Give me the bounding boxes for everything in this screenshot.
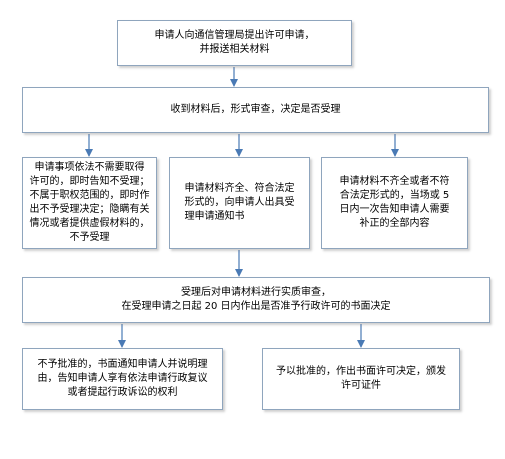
- result-reject-text: 不予批准的，书面通知申请人并说明理 由，告知申请人享有依法申请行政复议 或者提起…: [37, 359, 208, 398]
- branch-supplement: 申请材料不齐全或者不符 合法定形式的，当场或 5 日内一次告知申请人需要 补正的…: [321, 157, 468, 249]
- branch-supplement-text: 申请材料不齐全或者不符 合法定形式的，当场或 5 日内一次告知申请人需要 补正的…: [339, 176, 450, 229]
- step-apply-text: 申请人向通信管理局提出许可申请， 并报送相关材料: [154, 30, 315, 55]
- step-formal-review: 收到材料后，形式审查，决定是否受理: [22, 87, 489, 133]
- result-approve-text: 予以批准的，作出书面许可决定，颁发 许可证件: [276, 366, 446, 391]
- branch-accept-text: 申请材料齐全、符合法定 形式的，向申请人出具受 理申请通知书: [184, 183, 295, 222]
- step-apply: 申请人向通信管理局提出许可申请， 并报送相关材料: [117, 20, 352, 66]
- branch-accept: 申请材料齐全、符合法定 形式的，向申请人出具受 理申请通知书: [169, 157, 310, 249]
- branch-not-accept-text: 申请事项依法不需要取得 许可的，即时告知不受理； 不属于职权范围的，即时作 出不…: [29, 162, 150, 243]
- step-formal-review-text: 收到材料后，形式审查，决定是否受理: [170, 104, 341, 115]
- step-substantive-review: 受理后对申请材料进行实质审查， 在受理申请之日起 20 日内作出是否准予行政许可…: [22, 277, 490, 323]
- result-reject: 不予批准的，书面通知申请人并说明理 由，告知申请人享有依法申请行政复议 或者提起…: [22, 348, 223, 410]
- branch-not-accept: 申请事项依法不需要取得 许可的，即时告知不受理； 不属于职权范围的，即时作 出不…: [22, 157, 157, 249]
- result-approve: 予以批准的，作出书面许可决定，颁发 许可证件: [262, 348, 460, 410]
- step-substantive-review-text: 受理后对申请材料进行实质审查， 在受理申请之日起 20 日内作出是否准予行政许可…: [121, 287, 391, 312]
